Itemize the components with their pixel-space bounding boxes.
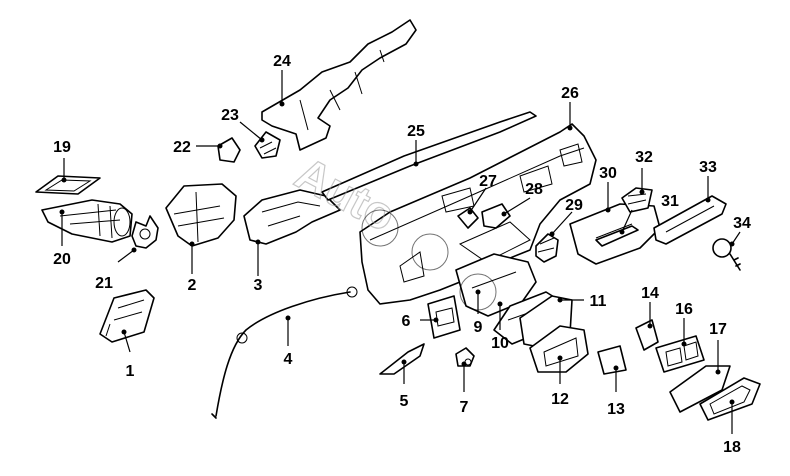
callout-29: 29 xyxy=(565,197,583,214)
callout-17: 17 xyxy=(709,321,727,338)
callout-31: 31 xyxy=(661,193,679,210)
callout-19: 19 xyxy=(53,139,71,156)
callout-13: 13 xyxy=(607,401,625,418)
callout-32: 32 xyxy=(635,149,653,166)
callout-21: 21 xyxy=(95,275,113,292)
part-18-frame xyxy=(699,377,761,421)
part-22-clip xyxy=(217,137,241,163)
part-25-trim-strip xyxy=(321,111,537,201)
callout-28: 28 xyxy=(525,181,543,198)
part-4-cable xyxy=(211,286,358,419)
watermark-ring-1 xyxy=(361,209,399,247)
callout-20: 20 xyxy=(53,251,71,268)
part-21-fan xyxy=(131,215,159,249)
callout-24: 24 xyxy=(273,53,291,70)
callout-5: 5 xyxy=(400,393,409,410)
callout-27: 27 xyxy=(479,173,497,190)
part-17-panel xyxy=(669,365,731,413)
callout-7: 7 xyxy=(460,399,469,416)
callout-23: 23 xyxy=(221,107,239,124)
callout-6: 6 xyxy=(402,313,411,330)
part-23-small-bracket xyxy=(254,131,281,159)
callout-26: 26 xyxy=(561,85,579,102)
callout-34: 34 xyxy=(733,215,751,232)
part-33-cover xyxy=(653,195,727,245)
callout-labels: 1 2 3 4 5 6 7 9 10 11 12 13 14 16 17 18 … xyxy=(53,53,751,456)
callout-4: 4 xyxy=(284,351,293,368)
part-5-trim-piece xyxy=(379,343,425,375)
callout-10: 10 xyxy=(491,335,509,352)
callout-22: 22 xyxy=(173,139,191,156)
part-34-key xyxy=(712,238,741,271)
part-29-knob xyxy=(535,233,559,263)
part-32-vent xyxy=(621,187,653,213)
callout-9: 9 xyxy=(474,319,483,336)
part-7-plug xyxy=(455,347,475,367)
part-13-bracket xyxy=(597,345,627,375)
callout-1: 1 xyxy=(126,363,135,380)
part-26-dashboard xyxy=(359,123,597,305)
callout-18: 18 xyxy=(723,439,741,456)
callout-16: 16 xyxy=(675,301,693,318)
watermark-ring-2 xyxy=(411,233,449,271)
part-14-switch xyxy=(635,319,659,351)
callout-30: 30 xyxy=(599,165,617,182)
part-20-duct-assembly xyxy=(41,199,133,243)
callout-14: 14 xyxy=(641,285,659,302)
part-12-console-housing xyxy=(529,325,589,373)
callout-3: 3 xyxy=(254,277,263,294)
leader-lines xyxy=(59,70,741,434)
part-6-switch-panel xyxy=(427,295,461,339)
callout-25: 25 xyxy=(407,123,425,140)
part-28-switch-bracket xyxy=(481,203,511,229)
part-24-upper-bracket xyxy=(261,19,417,151)
part-1-control-box xyxy=(99,289,155,343)
part-2-side-duct xyxy=(165,183,237,247)
part-16-switch-plate xyxy=(655,335,705,373)
callout-11: 11 xyxy=(590,293,607,310)
part-19-plate xyxy=(35,175,101,195)
part-27-switch xyxy=(457,207,479,229)
callout-33: 33 xyxy=(699,159,717,176)
callout-2: 2 xyxy=(188,277,197,294)
callout-12: 12 xyxy=(551,391,569,408)
